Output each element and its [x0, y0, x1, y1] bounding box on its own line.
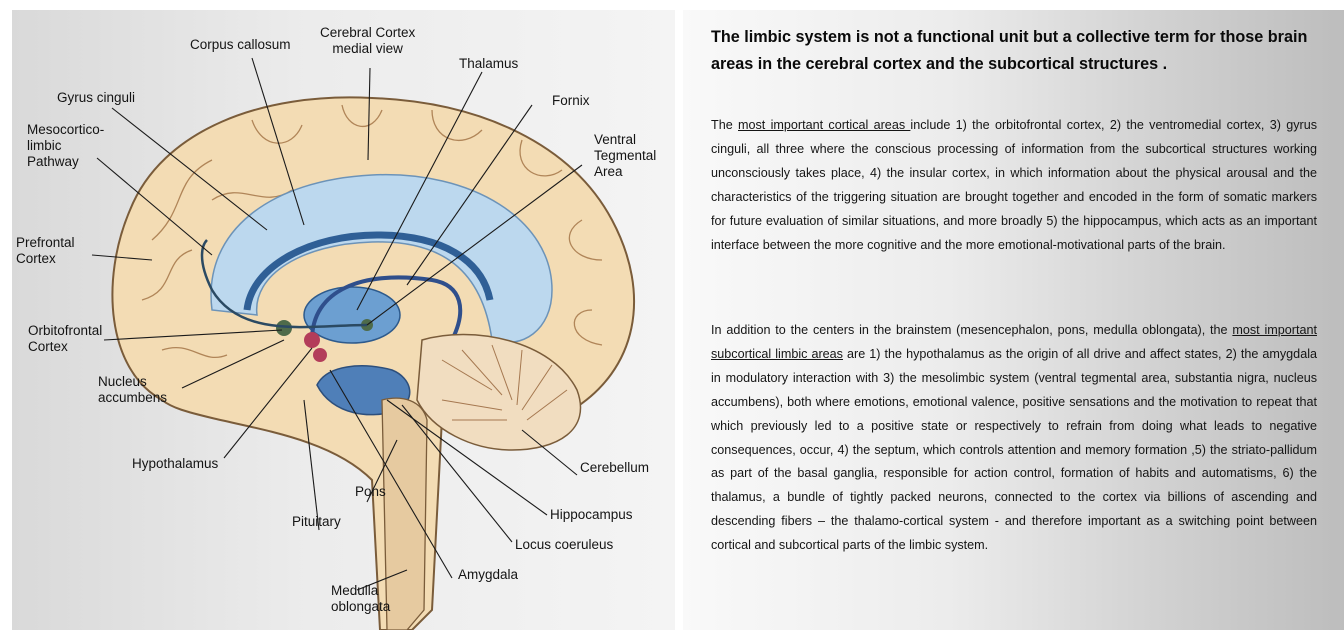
label-cerebellum: Cerebellum	[580, 460, 649, 476]
p2-body: are 1) the hypothalamus as the origin of…	[711, 347, 1317, 552]
label-pituitary: Pituitary	[292, 514, 341, 530]
paragraph-cortical-areas: The most important cortical areas includ…	[711, 114, 1317, 257]
hypothalamus-dot	[304, 332, 320, 348]
label-medulla-oblongata: Medulla oblongata	[331, 583, 390, 615]
text-panel: The limbic system is not a functional un…	[683, 10, 1344, 630]
brain-diagram-panel: Corpus callosum Cerebral Cortex medial v…	[12, 10, 675, 630]
label-locus-coeruleus: Locus coeruleus	[515, 537, 613, 553]
label-fornix: Fornix	[552, 93, 590, 109]
amygdala-dot	[313, 348, 327, 362]
label-prefrontal-cortex: Prefrontal Cortex	[16, 235, 75, 267]
label-nucleus-accumbens: Nucleus accumbens	[98, 374, 167, 406]
paragraph-subcortical-areas: In addition to the centers in the brains…	[711, 319, 1317, 558]
panel-divider	[675, 10, 683, 630]
p1-underlined-phrase: most important cortical areas	[738, 118, 910, 132]
p1-body: include 1) the orbitofrontal cortex, 2) …	[711, 118, 1317, 252]
p2-intro: In addition to the centers in the brains…	[711, 323, 1232, 337]
label-ventral-tegmental-area: Ventral Tegmental Area	[594, 132, 656, 180]
label-hippocampus: Hippocampus	[550, 507, 633, 523]
label-thalamus: Thalamus	[459, 56, 518, 72]
label-mesocortico-pathway: Mesocortico- limbic Pathway	[27, 122, 104, 170]
label-pons: Pons	[355, 484, 386, 500]
page-heading: The limbic system is not a functional un…	[711, 24, 1321, 78]
label-gyrus-cinguli: Gyrus cinguli	[57, 90, 135, 106]
label-corpus-callosum: Corpus callosum	[190, 37, 291, 53]
label-orbitofrontal-cortex: Orbitofrontal Cortex	[28, 323, 102, 355]
label-amygdala: Amygdala	[458, 567, 518, 583]
label-cerebral-cortex: Cerebral Cortex medial view	[320, 25, 415, 57]
p1-intro: The	[711, 118, 738, 132]
label-hypothalamus: Hypothalamus	[132, 456, 218, 472]
